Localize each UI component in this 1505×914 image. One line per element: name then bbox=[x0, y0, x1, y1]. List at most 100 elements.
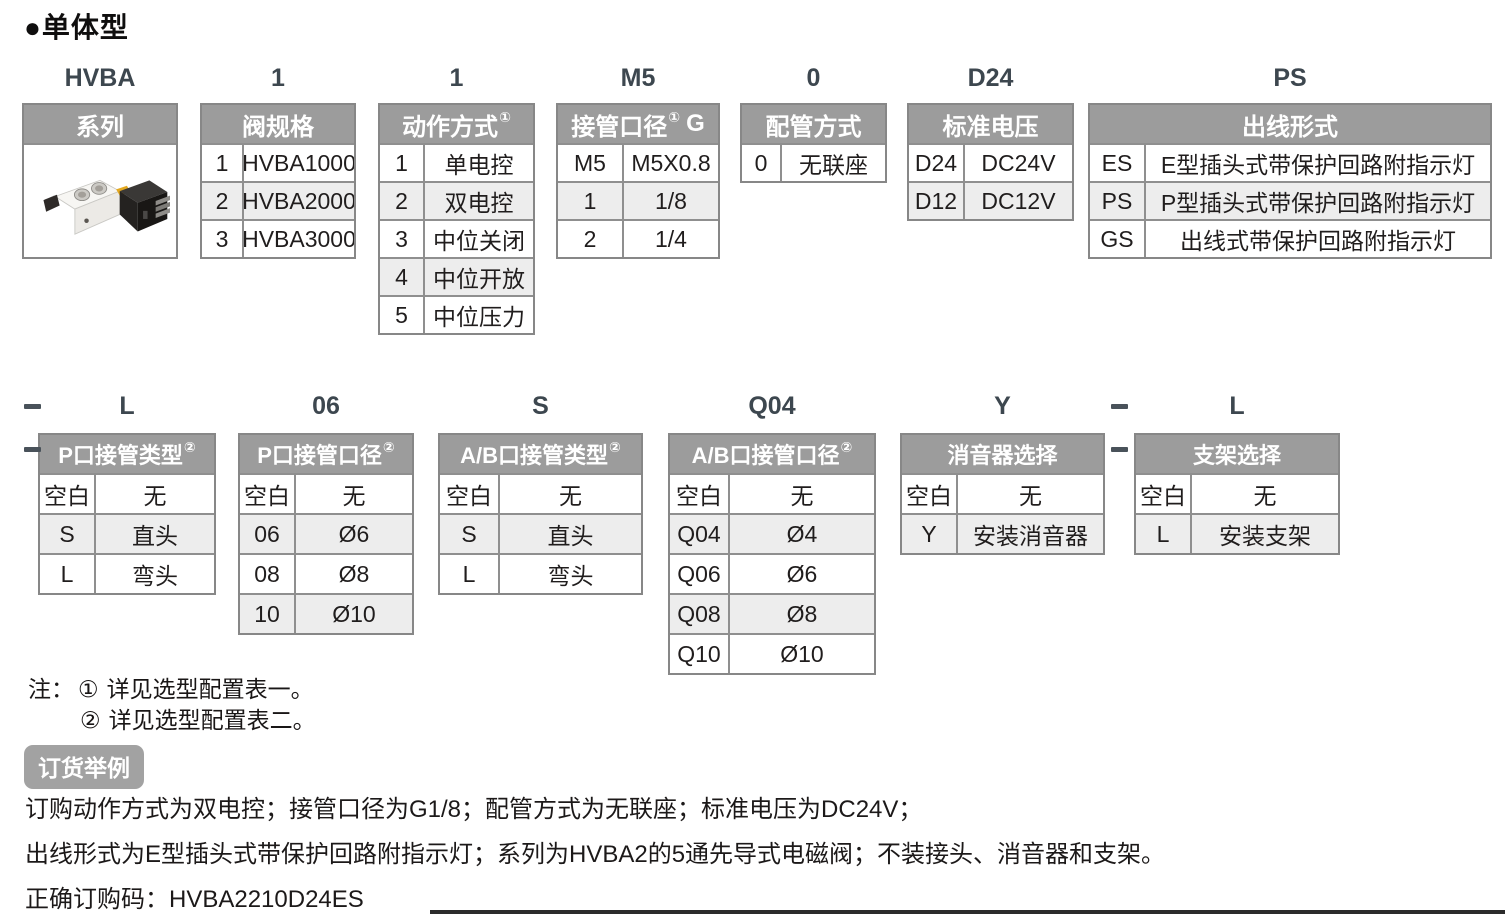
header-superscript: ② bbox=[840, 439, 853, 455]
code-cell: 2 bbox=[558, 221, 624, 257]
code-separator-dash bbox=[1111, 447, 1128, 452]
table-header: 标准电压 bbox=[909, 105, 1072, 143]
value-cell: HVBA2000 bbox=[244, 187, 354, 214]
code-cell: D24 bbox=[909, 145, 965, 181]
note-line: ② 详见选型配置表二。 bbox=[80, 705, 316, 736]
value-cell: DC24V bbox=[981, 149, 1056, 176]
code-separator-dash bbox=[1111, 404, 1128, 409]
code-cell: 2 bbox=[380, 183, 425, 219]
note-text: 详见选型配置表二。 bbox=[108, 707, 316, 733]
note-text: 详见选型配置表一。 bbox=[106, 676, 314, 702]
value-cell: Ø10 bbox=[780, 640, 824, 667]
valve-product-image bbox=[43, 179, 170, 235]
header-superscript: ① bbox=[499, 109, 511, 125]
header-suffix: G bbox=[686, 110, 705, 137]
code-value-label: Y bbox=[994, 392, 1011, 420]
value-cell: 安装支架 bbox=[1219, 523, 1311, 549]
code-cell: 1 bbox=[380, 145, 425, 181]
code-cell: 空白 bbox=[440, 475, 500, 513]
table-row: 空白 无 bbox=[440, 473, 641, 513]
table-header: 系列 bbox=[24, 105, 176, 143]
code-value-label: Q04 bbox=[748, 392, 796, 420]
table-row: 空白无 bbox=[670, 473, 874, 513]
code-cell: 3 bbox=[380, 221, 425, 257]
order-example-badge: 订货举例 bbox=[24, 745, 144, 789]
value-cell: Ø8 bbox=[338, 560, 370, 587]
code-cell: GS bbox=[1090, 221, 1146, 257]
value-cell: 弯头 bbox=[132, 563, 178, 589]
value-cell: Ø4 bbox=[786, 520, 818, 547]
table-row: 2 1/4 bbox=[558, 219, 718, 257]
code-separator-dash bbox=[24, 404, 41, 409]
value-cell: HVBA3000 bbox=[244, 225, 354, 252]
note-prefix: 注： bbox=[28, 676, 74, 702]
value-cell: Ø10 bbox=[332, 600, 376, 627]
code-cell: 1 bbox=[202, 145, 244, 181]
value-cell: 1/8 bbox=[655, 187, 687, 214]
value-cell: 无 bbox=[342, 483, 366, 509]
order-code-line: 正确订购码：HVBA2210D24ES bbox=[25, 886, 364, 913]
value-cell: 无 bbox=[559, 483, 582, 509]
table-header: 消音器选择 bbox=[902, 435, 1103, 473]
code-value-label: 1 bbox=[449, 64, 464, 92]
table-header: 配管方式 bbox=[742, 105, 885, 143]
code-cell: 2 bbox=[202, 183, 244, 219]
value-cell: DC12V bbox=[981, 187, 1056, 214]
code-cell: Q08 bbox=[670, 595, 730, 633]
code-cell: 5 bbox=[380, 297, 425, 333]
table-header: 阀规格 bbox=[202, 105, 354, 143]
value-cell: M5X0.8 bbox=[631, 149, 711, 176]
notes-block: 注： ① 详见选型配置表一。 ② 详见选型配置表二。 bbox=[28, 674, 316, 736]
code-cell: ES bbox=[1090, 145, 1146, 181]
code-value-label: D24 bbox=[967, 64, 1014, 92]
code-value-label: PS bbox=[1273, 64, 1307, 92]
value-cell: 直头 bbox=[132, 523, 178, 549]
code-cell: 3 bbox=[202, 221, 244, 257]
code-value-label: L bbox=[119, 392, 135, 420]
code-cell: 空白 bbox=[902, 475, 958, 513]
code-cell: Y bbox=[902, 515, 958, 553]
code-cell: L bbox=[1136, 515, 1192, 553]
series-image-cell bbox=[24, 143, 176, 257]
code-cell: 06 bbox=[240, 515, 296, 553]
table-header: 支架选择 bbox=[1136, 435, 1338, 473]
value-cell: 单电控 bbox=[444, 152, 514, 178]
header-superscript: ② bbox=[382, 439, 395, 455]
value-cell: 1/4 bbox=[655, 225, 687, 252]
code-cell: 空白 bbox=[40, 475, 96, 513]
code-table: 系列 bbox=[22, 103, 178, 259]
value-cell: HVBA1000 bbox=[244, 149, 354, 176]
code-cell: S bbox=[40, 515, 96, 553]
table-row: 空白无 bbox=[240, 473, 412, 513]
code-cell: 1 bbox=[558, 183, 624, 219]
code-cell: 空白 bbox=[670, 475, 730, 513]
table-row: Q04 Ø4 bbox=[670, 513, 874, 553]
code-cell: Q04 bbox=[670, 515, 730, 553]
page-title: ●单体型 bbox=[24, 12, 129, 43]
